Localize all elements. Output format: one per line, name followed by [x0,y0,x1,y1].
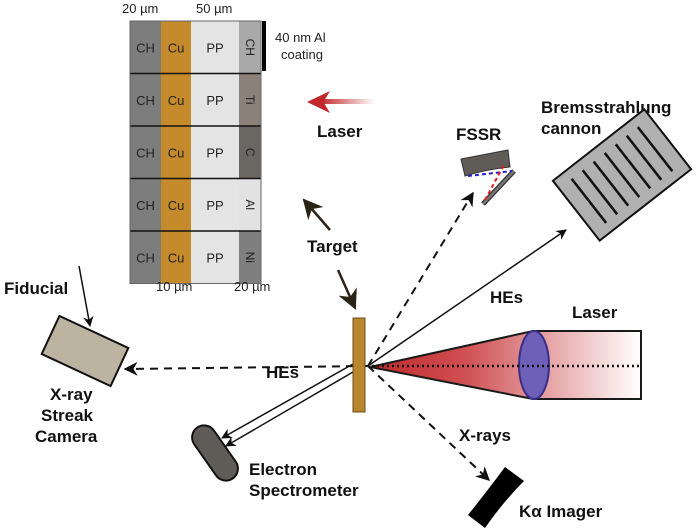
target-stack-row: CH Cu PP Ti [130,72,261,126]
layer-pp [191,73,239,126]
hes-to-spectrometer-line-2 [225,371,354,447]
layer-cu-label: Cu [168,93,185,108]
hes-right-label: HEs [490,288,523,307]
layer-ch [130,178,161,231]
target-foil [352,317,366,413]
brems-slit [614,143,652,190]
layer-cu [161,231,191,284]
streak-label-2: Streak [41,406,94,425]
xray-to-streak-line [123,361,369,376]
xrays-label: X-rays [459,426,511,445]
layer-cu-label: Cu [168,250,185,265]
layer-cu-label: Cu [168,198,185,213]
layer-cu-label: Cu [168,145,185,160]
hes-to-brems-line [367,229,567,367]
laser-beam [369,330,642,400]
layer-back-label: C [243,148,257,157]
layer-pp-label: PP [206,250,223,265]
hes-to-spectrometer-line-1 [221,363,354,439]
target-arrow-up [302,198,331,231]
layer-cu [161,178,191,231]
layer-cu [161,73,191,126]
layer-back [239,231,261,284]
xray-to-fssr-line [367,191,474,367]
layer-pp-label: PP [206,93,223,108]
layer-ch-label: CH [136,93,155,108]
layer-ch-label: CH [136,40,155,55]
dim-bottom-2: 20 µm [234,279,270,294]
fssr-label: FSSR [456,125,501,144]
bremsstrahlung-cannon [551,107,693,243]
coating-label-1: 40 nm Al [275,30,326,45]
layer-back-label: Ti [243,95,257,105]
fiducial-label: Fiducial [4,279,68,298]
layer-back [239,126,261,179]
layer-ch [130,21,161,74]
layer-back-label: CH [243,39,257,56]
layer-ch [130,231,161,284]
target-arrow-down [336,269,357,310]
brems-slit [581,169,619,216]
layer-cu [161,126,191,179]
target-stack-row: CH Cu PP Al [130,177,261,231]
brems-slit [603,152,641,198]
al-coating-bar [262,21,266,71]
layer-pp [191,21,239,74]
hes-left-label: HEs [266,363,299,382]
dim-bottom-1: 10 µm [156,279,192,294]
brems-slit [636,126,674,172]
layer-pp [191,231,239,284]
brems-label-1: Bremsstrahlung [541,98,671,117]
layer-back-label: Ni [243,252,257,263]
fiducial-arrow [78,265,94,328]
target-stack-outline [129,20,262,284]
target-stack-row: CH Cu PP C [130,125,261,179]
ka-imager [468,467,524,528]
electron-spec-label-1: Electron [249,460,317,479]
brems-slit [570,178,608,224]
ka-imager-label: Kα Imager [519,502,603,521]
layer-back [239,73,261,126]
streak-label-1: X-ray [50,385,93,404]
layer-cu [161,21,191,74]
layer-back [239,178,261,231]
layer-pp [191,126,239,179]
fssr-spectrometer [460,149,516,206]
layer-back [239,21,261,74]
fssr-blue-ray [467,170,513,177]
layer-pp-label: PP [206,40,223,55]
laser-direction-arrow [307,91,375,113]
fssr-red-ray [484,162,506,201]
xray-streak-camera [40,314,130,388]
electron-spec-label-2: Spectrometer [249,481,359,500]
layer-pp-label: PP [206,198,223,213]
layer-pp [191,178,239,231]
dim-top-1: 20 µm [122,1,158,16]
electron-spectrometer [191,424,239,482]
target-stack-row: CH Cu PP Ni [130,230,261,284]
laser-top-label: Laser [317,122,363,141]
layer-ch [130,126,161,179]
layer-ch-label: CH [136,250,155,265]
target-label: Target [307,237,358,256]
layer-ch-label: CH [136,198,155,213]
layer-ch [130,73,161,126]
coating-label-2: coating [281,47,323,62]
brems-label-2: cannon [541,119,601,138]
target-stack-row: CH Cu PP CH [130,21,261,74]
laser-right-label: Laser [572,303,618,322]
brems-slit [625,134,663,181]
streak-label-3: Camera [35,427,98,446]
layer-cu-label: Cu [168,40,185,55]
layer-ch-label: CH [136,145,155,160]
brems-slit [592,160,630,207]
layer-back-label: Al [243,199,257,210]
dim-top-2: 50 µm [196,1,232,16]
layer-pp-label: PP [206,145,223,160]
